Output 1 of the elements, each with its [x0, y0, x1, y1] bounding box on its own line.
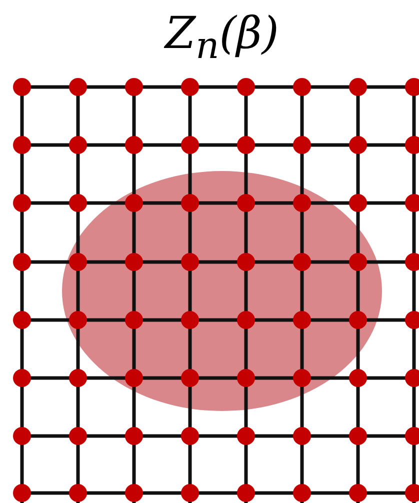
- formula-title: Z$_{n}$(β): [165, 7, 279, 69]
